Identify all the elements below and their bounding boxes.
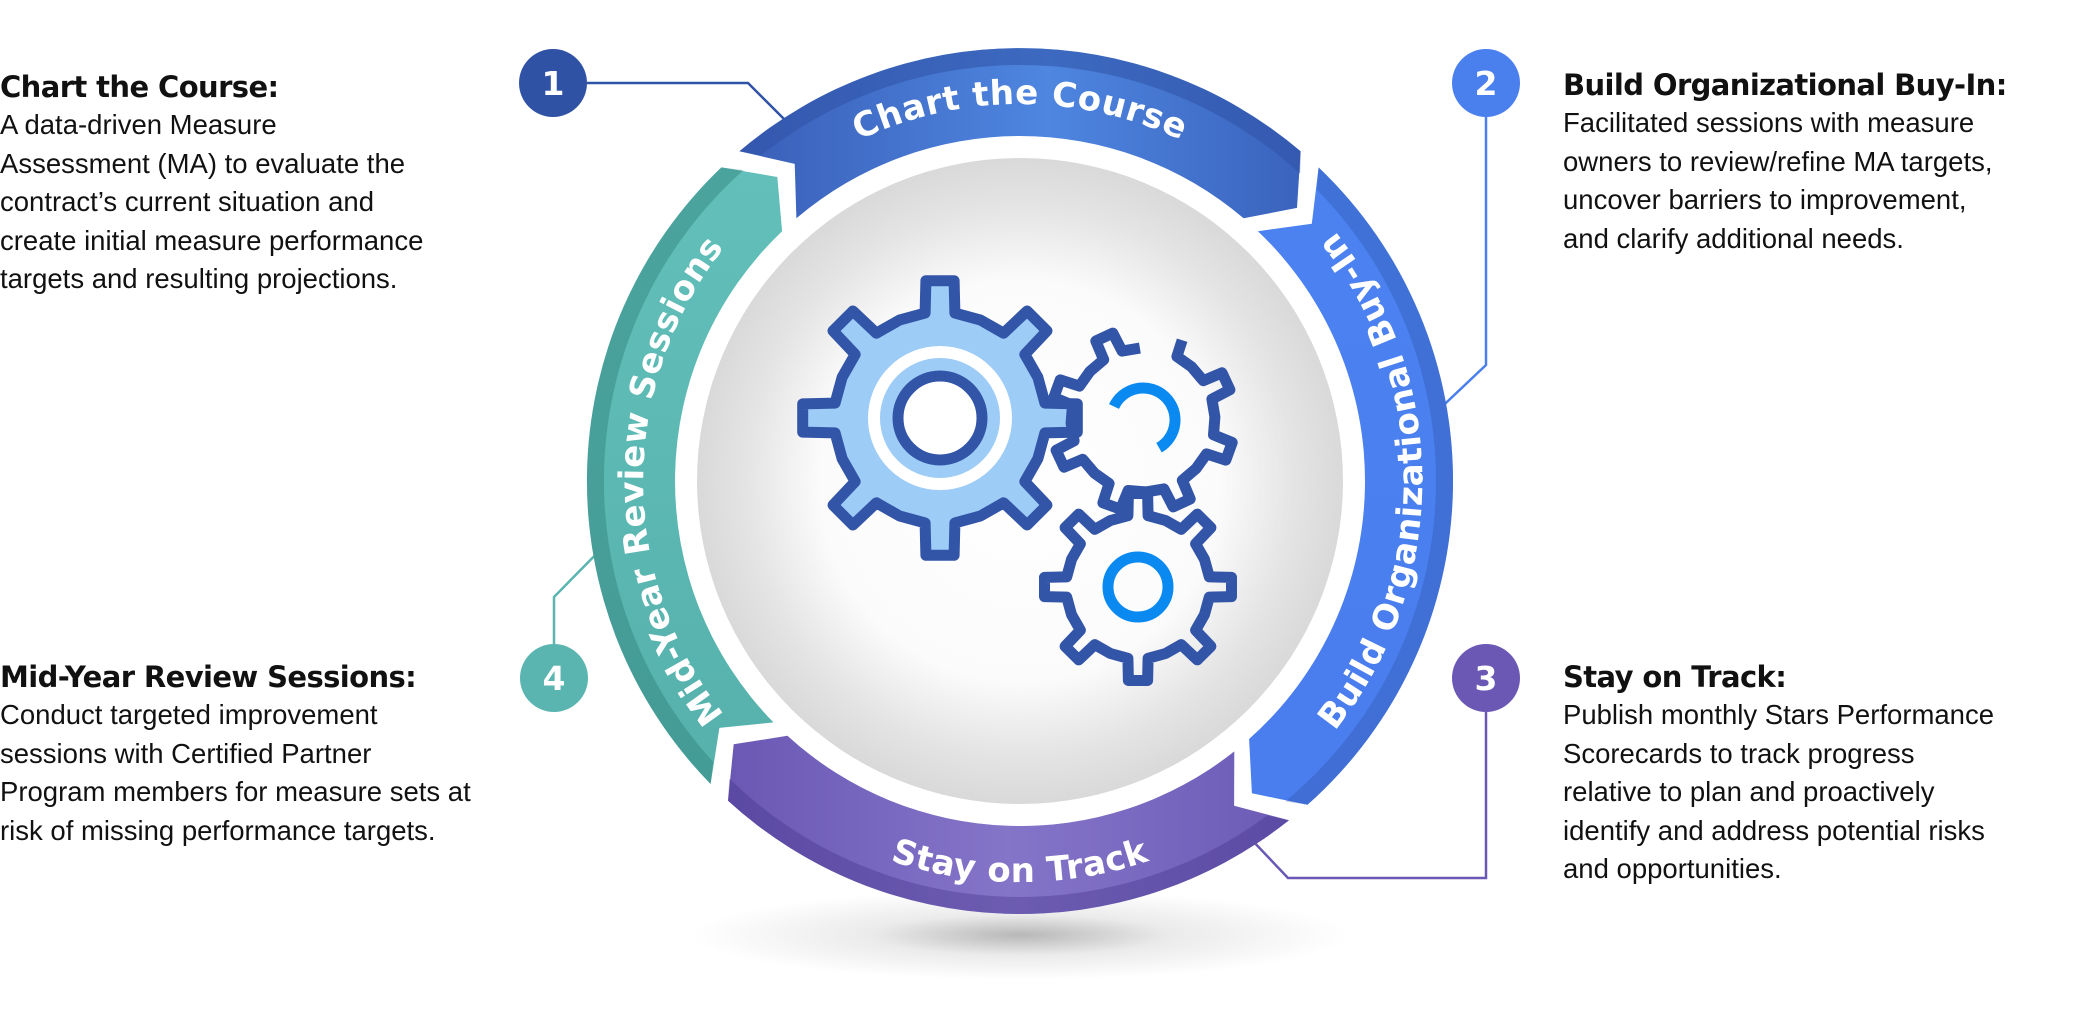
step-title-4: Mid-Year Review Sessions: [0, 660, 417, 694]
step-badge-3[interactable]: 3 [1452, 644, 1520, 712]
step-number-1: 1 [542, 64, 565, 103]
step-text-line: contract’s current situation and [0, 186, 375, 217]
step-badge-4[interactable]: 4 [520, 644, 588, 712]
step-text-line: Program members for measure sets at [0, 776, 471, 807]
leader-line-1 [587, 81, 786, 121]
leader-line-2 [1429, 117, 1488, 419]
bottom-gear-hub [1102, 551, 1174, 623]
step-description-2: Build Organizational Buy-In: Facilitated… [1563, 66, 2007, 258]
leader-line-4 [552, 539, 611, 644]
step-number-2: 2 [1475, 64, 1498, 103]
step-text-line: Assessment (MA) to evaluate the [0, 147, 406, 179]
step-text-line: Conduct targeted improvement [0, 699, 378, 730]
step-title-2: Build Organizational Buy-In: [1563, 68, 2007, 102]
drop-shadow [690, 890, 1350, 980]
step-text-line: A data-driven Measure [0, 109, 277, 140]
step-title-3: Stay on Track: [1563, 660, 1787, 694]
step-text-line: identify and address potential risks [1563, 814, 1985, 846]
step-text-line: targets and resulting projections. [0, 263, 398, 294]
gears-icon [797, 275, 1238, 686]
ring-segment-2[interactable]: Build Organizational Buy-In [1249, 167, 1454, 805]
small-gear-hub-arc [1109, 382, 1181, 453]
step-text-line: Scorecards to track progress [1563, 737, 1915, 769]
step-number-4: 4 [543, 659, 566, 698]
step-number-3: 3 [1475, 659, 1498, 698]
step-text-line: Publish monthly Stars Performance [1563, 699, 1995, 730]
step-text-line: owners to review/refine MA targets, [1563, 145, 1993, 177]
step-description-3: Stay on Track: Publish monthly Stars Per… [1563, 658, 1994, 889]
leader-line-3 [1249, 712, 1488, 880]
step-text-line: relative to plan and proactively [1563, 776, 1935, 807]
step-text-line: create initial measure performance [0, 224, 424, 256]
step-description-1: Chart the Course: A data-driven Measure … [0, 68, 423, 299]
step-description-4: Mid-Year Review Sessions: Conduct target… [0, 658, 471, 850]
ring-segment-1[interactable]: Chart the Course [739, 48, 1301, 219]
step-badge-1[interactable]: 1 [519, 49, 587, 117]
step-text-line: uncover barriers to improvement, [1563, 184, 1967, 215]
step-text-line: and opportunities. [1563, 853, 1782, 884]
ring-segment-3[interactable]: Stay on Track [728, 735, 1289, 915]
step-text-line: and clarify additional needs. [1563, 222, 1904, 254]
large-gear-white-ring [868, 346, 1012, 490]
large-gear-hub [892, 370, 988, 466]
step-title-1: Chart the Course: [0, 70, 279, 104]
step-badge-2[interactable]: 2 [1452, 49, 1520, 117]
step-text-line: sessions with Certified Partner [0, 737, 372, 769]
step-text-line: risk of missing performance targets. [0, 814, 436, 846]
step-text-line: Facilitated sessions with measure [1563, 107, 1975, 138]
bottom-gear-icon [1039, 488, 1237, 686]
